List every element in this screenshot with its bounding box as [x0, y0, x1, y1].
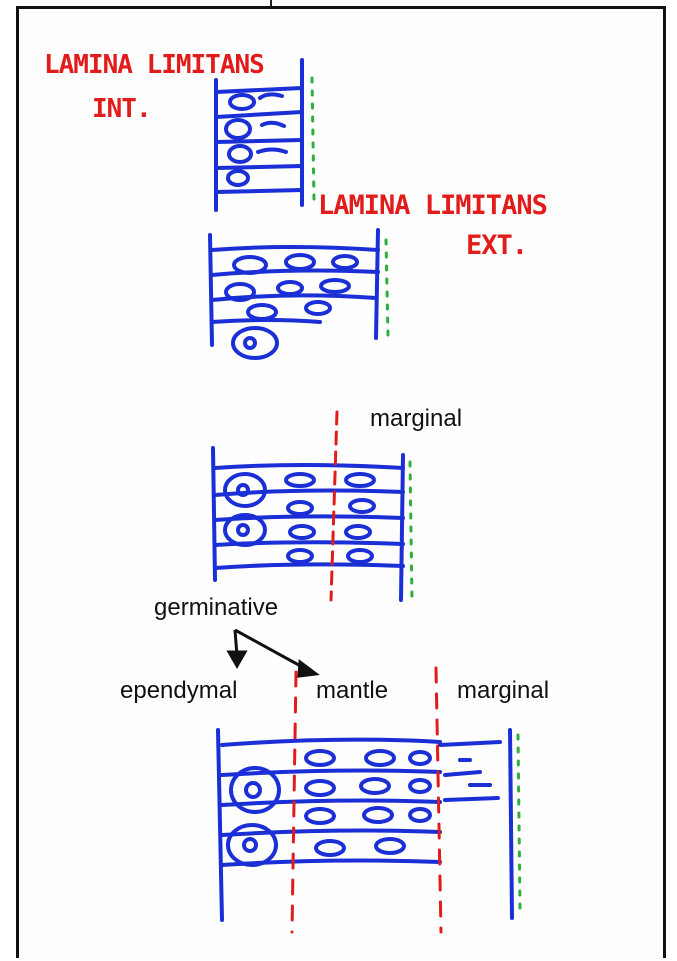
label-lamina-ext-line2: EXT. [466, 232, 527, 259]
label-marginal-top: marginal [370, 407, 462, 431]
label-lamina-int-line2: INT. [92, 96, 151, 122]
label-mantle: mantle [316, 679, 388, 703]
ependymal-mantle-boundary [292, 672, 296, 932]
arrow-to-mantle [235, 630, 306, 669]
arrow-head-ependymal [229, 652, 245, 666]
stage-2-epithelium [210, 230, 378, 358]
arrow-head-mantle [299, 662, 316, 676]
label-ependymal: ependymal [120, 679, 237, 703]
stage-4-neural-tube-wall [218, 730, 512, 920]
label-germinative: germinative [154, 596, 278, 620]
stage-3-neuroepithelium [213, 448, 403, 600]
label-marginal-bottom: marginal [457, 679, 549, 703]
stage-3-zone-boundary [331, 412, 337, 600]
germinative-arrows [229, 630, 316, 676]
label-lamina-int-line1: LAMINA LIMITANS [44, 52, 264, 78]
label-lamina-ext-line1: LAMINA LIMITANS [318, 192, 547, 219]
stage-1-epithelium [216, 60, 302, 210]
